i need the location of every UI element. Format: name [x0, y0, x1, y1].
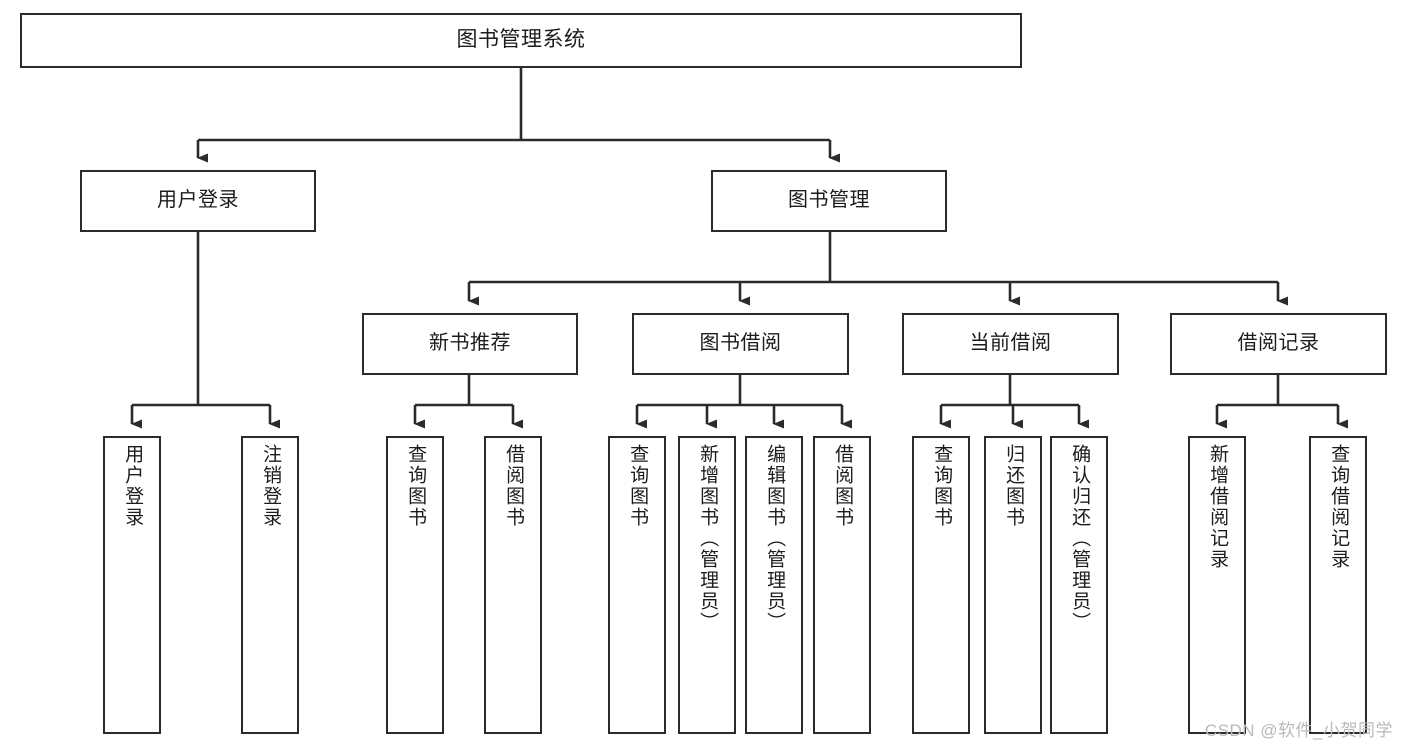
- node-book-borrow[interactable]: 图书借阅: [632, 313, 849, 375]
- node-leaf-query-borrow-record[interactable]: 查询借阅记录: [1309, 436, 1367, 734]
- node-leaf-query-book-borrow[interactable]: 查询图书: [608, 436, 666, 734]
- node-root-system[interactable]: 图书管理系统: [20, 13, 1022, 68]
- node-leaf-add-borrow-record[interactable]: 新增借阅记录: [1188, 436, 1246, 734]
- node-leaf-add-book-admin-label: 新增图书（管理员）: [697, 444, 719, 633]
- node-leaf-borrow-book-recommend[interactable]: 借阅图书: [484, 436, 542, 734]
- node-leaf-user-logout[interactable]: 注销登录: [241, 436, 299, 734]
- node-leaf-add-book-admin[interactable]: 新增图书（管理员）: [678, 436, 736, 734]
- node-leaf-user-login[interactable]: 用户登录: [103, 436, 161, 734]
- node-leaf-edit-book-admin-label: 编辑图书（管理员）: [764, 444, 786, 633]
- node-new-book-recommend[interactable]: 新书推荐: [362, 313, 578, 375]
- node-borrow-record[interactable]: 借阅记录: [1170, 313, 1387, 375]
- csdn-watermark: CSDN @软件_小贺同学: [1204, 721, 1393, 740]
- node-borrow-record-label: 借阅记录: [1237, 332, 1320, 355]
- node-leaf-borrow-book-label: 借阅图书: [832, 444, 854, 528]
- node-book-borrow-label: 图书借阅: [699, 332, 782, 355]
- node-leaf-user-logout-label: 注销登录: [260, 444, 282, 528]
- node-current-borrow-label: 当前借阅: [969, 332, 1052, 355]
- node-leaf-return-book[interactable]: 归还图书: [984, 436, 1042, 734]
- node-leaf-query-book-current[interactable]: 查询图书: [912, 436, 970, 734]
- node-leaf-confirm-return-admin[interactable]: 确认归还（管理员）: [1050, 436, 1108, 734]
- node-leaf-return-book-label: 归还图书: [1003, 444, 1025, 528]
- node-user-login[interactable]: 用户登录: [80, 170, 316, 232]
- node-user-login-label: 用户登录: [157, 189, 239, 212]
- node-book-management-label: 图书管理: [788, 189, 870, 212]
- node-leaf-borrow-book[interactable]: 借阅图书: [813, 436, 871, 734]
- node-leaf-borrow-book-recommend-label: 借阅图书: [503, 444, 525, 528]
- node-leaf-query-borrow-record-label: 查询借阅记录: [1328, 444, 1350, 570]
- node-leaf-query-book-borrow-label: 查询图书: [627, 444, 649, 528]
- node-leaf-user-login-label: 用户登录: [122, 444, 144, 528]
- node-root-label: 图书管理系统: [456, 28, 586, 52]
- node-leaf-query-book-current-label: 查询图书: [931, 444, 953, 528]
- node-leaf-confirm-return-admin-label: 确认归还（管理员）: [1069, 444, 1091, 633]
- node-leaf-query-book-recommend[interactable]: 查询图书: [386, 436, 444, 734]
- node-leaf-query-book-recommend-label: 查询图书: [405, 444, 427, 528]
- node-current-borrow[interactable]: 当前借阅: [902, 313, 1119, 375]
- node-new-book-recommend-label: 新书推荐: [429, 332, 511, 355]
- node-book-management[interactable]: 图书管理: [711, 170, 947, 232]
- node-leaf-add-borrow-record-label: 新增借阅记录: [1207, 444, 1229, 570]
- node-leaf-edit-book-admin[interactable]: 编辑图书（管理员）: [745, 436, 803, 734]
